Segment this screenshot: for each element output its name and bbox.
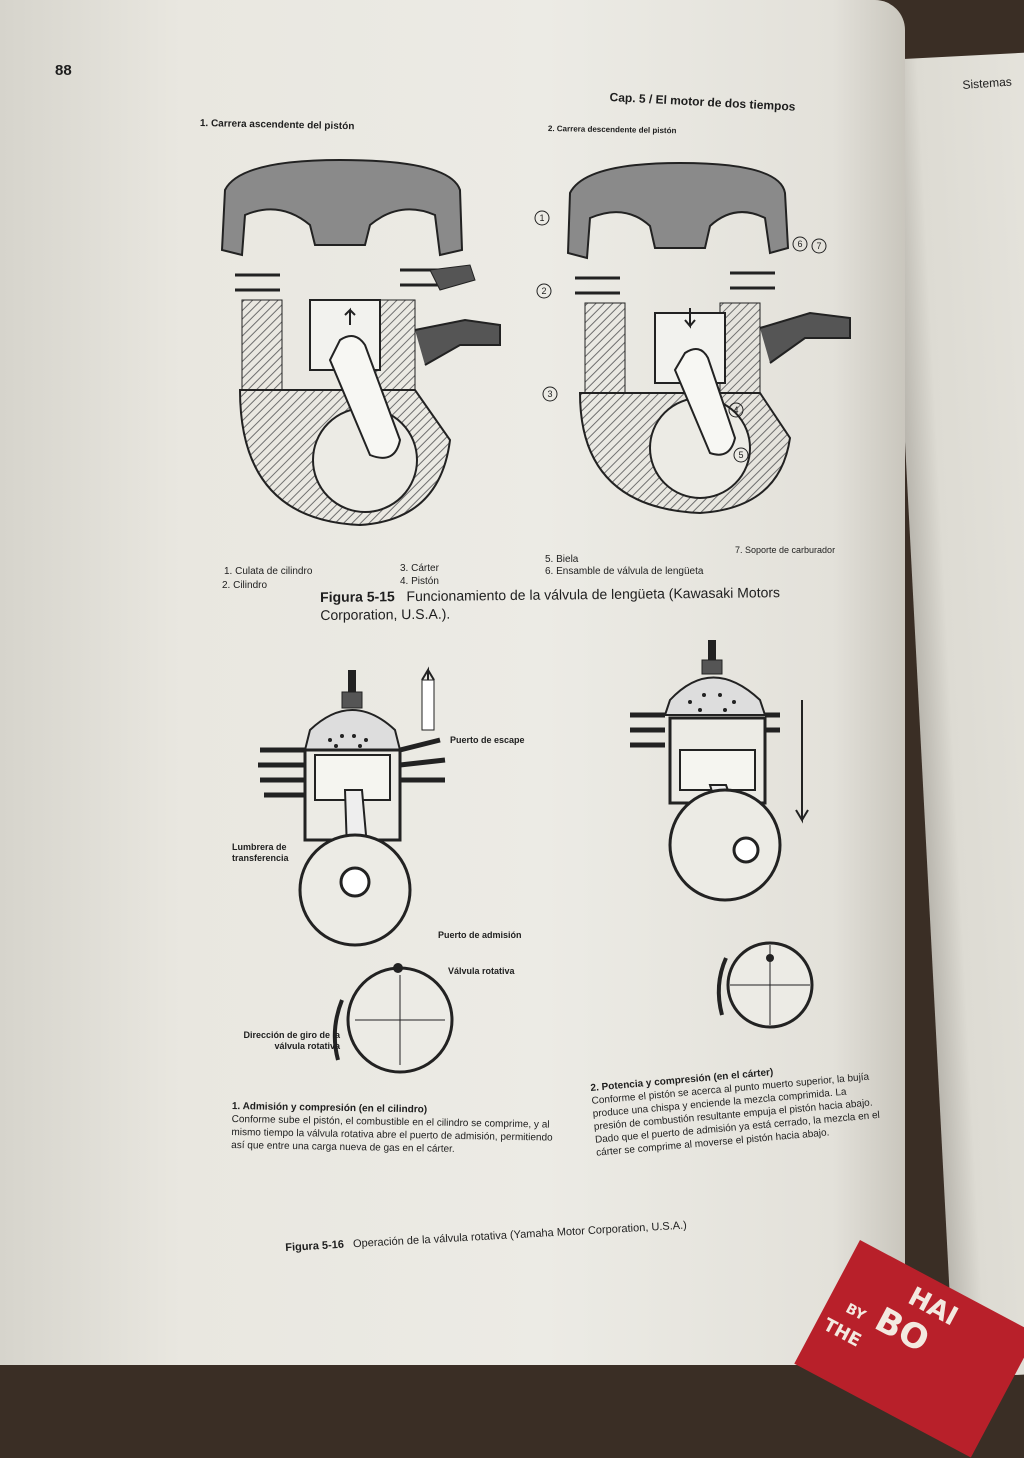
figure-5-15-caption: Figura 5-15 Funcionamiento de la válvula… [320,583,790,624]
callout-7: 7 [816,241,821,251]
callout-4: 4 [733,405,738,415]
label-rotation-direction: Dirección de giro de la válvula rotativa [243,1030,340,1051]
part-label-3: 3. Cárter [400,563,439,574]
book-title-3: BY [842,1300,869,1325]
callout-3: 3 [547,389,552,399]
part-label-7: 7. Soporte de carburador [735,545,836,555]
step-1-text: Conforme sube el pistón, el combustible … [231,1113,553,1155]
part-label-4: 4. Pistón [400,576,439,587]
rotary-valve-diagram-left [258,666,454,1074]
engine-diagram-downstroke: 1 2 3 4 5 6 7 [534,161,851,515]
engine-diagram-upstroke [220,158,501,527]
label-intake-port: Puerto de admisión [438,930,522,940]
callout-5: 5 [738,450,743,460]
callout-1: 1 [539,213,544,223]
step-1-caption: 1. Admisión y compresión (en el cilindro… [231,1100,562,1158]
callout-6: 6 [797,239,802,249]
label-rotary-valve: Válvula rotativa [448,966,515,976]
figure-5-15-label: Figura 5-15 [320,588,395,605]
part-label-5: 5. Biela [545,554,579,565]
part-label-6: 6. Ensamble de válvula de lengüeta [545,566,704,577]
part-label-2: 2. Cilindro [222,580,268,591]
part-label-1: 1. Culata de cilindro [224,566,313,577]
rotary-valve-diagram-right [630,640,814,1029]
label-transfer-port: Lumbrera de transferencia [232,842,289,863]
step-1-title: 1. Admisión y compresión (en el cilindro… [231,1100,428,1116]
page-number: 88 [55,62,72,79]
callout-2: 2 [541,286,546,296]
label-exhaust-port: Puerto de escape [450,735,525,745]
